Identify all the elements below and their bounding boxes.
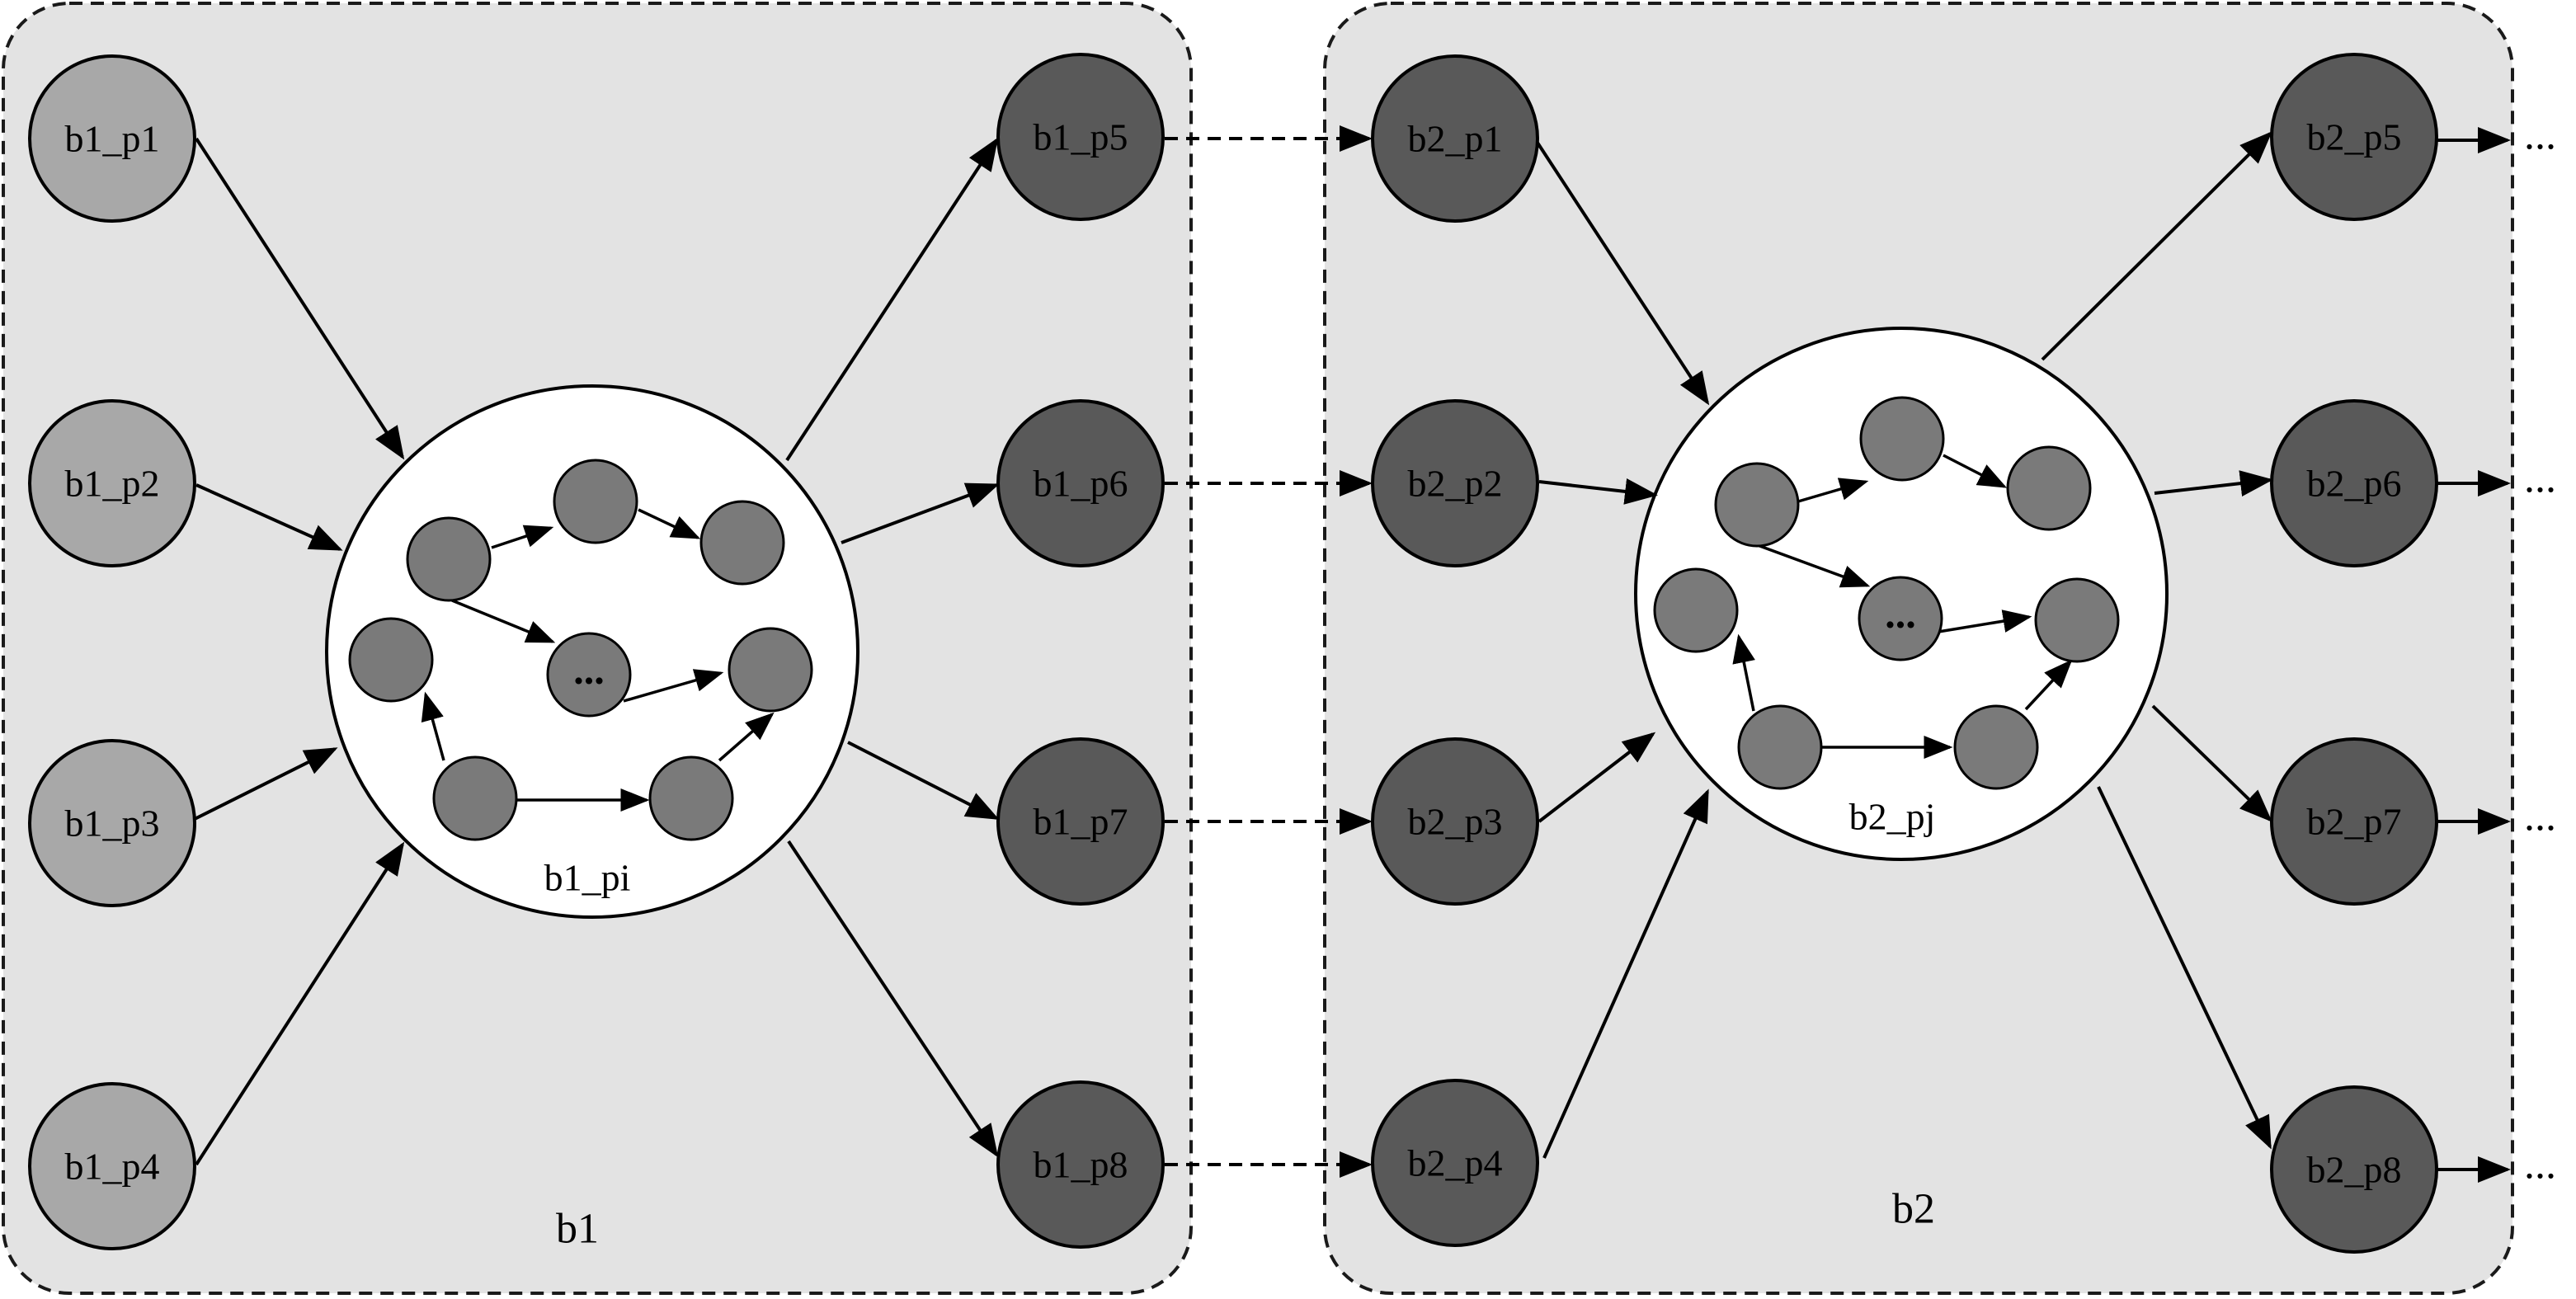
inner-edge-b2 <box>2024 659 2073 711</box>
inner-node-b2 <box>2034 577 2120 663</box>
node-b1-p4-label: b1_p4 <box>65 1146 160 1188</box>
inner-node-b2 <box>1859 396 1945 482</box>
edge-b1-p2-to-pi <box>195 483 343 551</box>
node-b2-p2-label: b2_p2 <box>1408 463 1503 505</box>
node-b1-p3: b1_p3 <box>28 739 196 907</box>
node-b1-p8: b1_p8 <box>996 1080 1165 1249</box>
node-b1-p2-label: b1_p2 <box>65 463 160 505</box>
node-b2-p7: b2_p7 <box>2270 737 2438 906</box>
inner-node-b1-ellipsis <box>546 632 632 718</box>
node-b1-p8-label: b1_p8 <box>1034 1144 1128 1186</box>
node-b1-p6-label: b1_p6 <box>1034 463 1128 505</box>
inner-ellipsis-b1: ... <box>573 647 605 693</box>
node-b2-p6: b2_p6 <box>2270 399 2438 567</box>
inner-node-b1 <box>699 500 785 586</box>
group-b1-label: b1 <box>556 1206 599 1253</box>
node-b1-p7: b1_p7 <box>996 737 1165 906</box>
inner-edge-b2 <box>1938 609 2032 633</box>
node-b2-p8-label: b2_p8 <box>2307 1149 2402 1191</box>
edge-b2-p4-to-pj <box>1542 788 1709 1159</box>
node-b2-p3: b2_p3 <box>1371 737 1539 906</box>
inner-node-b2 <box>2006 445 2092 531</box>
inner-node-b2 <box>1653 567 1739 653</box>
node-b2-p5: b2_p5 <box>2270 53 2438 221</box>
continuation-ellipsis-p8: ... <box>2524 1141 2556 1188</box>
inner-graph-b1: ... b1_pi <box>348 459 813 899</box>
edge-b2-p2-to-pj <box>1538 478 1658 505</box>
inner-edge-b1 <box>638 508 701 539</box>
inner-edge-b1 <box>451 599 556 643</box>
node-b2-p2: b2_p2 <box>1371 399 1539 567</box>
inner-node-b1 <box>432 755 518 841</box>
inner-node-b1 <box>553 459 638 544</box>
edge-b2-pj-to-p8 <box>2097 786 2272 1150</box>
inner-node-b1 <box>348 617 434 703</box>
inner-node-b1 <box>406 516 492 602</box>
inner-edge-b2 <box>1732 633 1755 712</box>
node-b2-p1-label: b2_p1 <box>1408 118 1503 160</box>
edge-b1-pi-to-p5 <box>785 137 999 462</box>
container-b1-pi-label: b1_pi <box>544 857 631 899</box>
inner-edge-b1 <box>623 669 724 703</box>
edge-b1-p3-to-pi <box>192 747 338 821</box>
node-b2-p1: b2_p1 <box>1371 54 1539 223</box>
inner-node-b2-ellipsis <box>1858 576 1943 661</box>
node-b1-p7-label: b1_p7 <box>1034 801 1128 843</box>
group-b2-label: b2 <box>1892 1186 1935 1233</box>
node-b1-p4: b1_p4 <box>28 1082 196 1250</box>
inner-node-b1 <box>728 627 813 713</box>
edge-b2-p3-to-pj <box>1538 732 1656 823</box>
node-b2-p5-label: b2_p5 <box>2307 116 2402 158</box>
inner-edge-b2 <box>1943 454 2008 488</box>
inner-edge-b2 <box>1797 478 1869 503</box>
node-b1-p5-label: b1_p5 <box>1034 116 1128 158</box>
node-b1-p3-label: b1_p3 <box>65 802 160 845</box>
node-b1-p6: b1_p6 <box>996 399 1165 567</box>
node-b2-p7-label: b2_p7 <box>2307 801 2402 843</box>
node-b2-p6-label: b2_p6 <box>2307 463 2402 505</box>
continuation-ellipsis-p6: ... <box>2524 455 2556 502</box>
inner-graph-b2: ... b2_pj <box>1653 396 2120 838</box>
edge-b1-p1-to-pi <box>195 137 405 460</box>
inner-edge-b1 <box>421 691 445 761</box>
node-b1-p1-label: b1_p1 <box>65 118 160 160</box>
edge-b1-p4-to-pi <box>195 841 405 1166</box>
inner-edge-b2 <box>1754 543 1871 588</box>
node-b2-p4: b2_p4 <box>1371 1079 1539 1247</box>
node-b1-p5: b1_p5 <box>996 53 1165 221</box>
edge-b2-p1-to-pj <box>1534 139 1710 406</box>
edge-b1-pi-to-p6 <box>841 482 1000 544</box>
inner-edge-b1 <box>491 525 554 549</box>
edge-b1-pi-to-p8 <box>787 840 999 1158</box>
node-b1-p2: b1_p2 <box>28 399 196 567</box>
node-b2-p8: b2_p8 <box>2270 1085 2438 1254</box>
edge-b2-pj-to-p5 <box>2041 131 2272 361</box>
node-b2-p4-label: b2_p4 <box>1408 1142 1503 1184</box>
inner-edge-b1 <box>718 712 775 762</box>
container-b2-pj-label: b2_pj <box>1849 796 1936 838</box>
inner-ellipsis-b2: ... <box>1885 591 1916 637</box>
node-b2-p3-label: b2_p3 <box>1408 801 1503 843</box>
inner-node-b2 <box>1737 704 1823 790</box>
edge-b2-pj-to-p7 <box>2151 704 2272 822</box>
inner-node-b2 <box>1953 704 2039 790</box>
inner-node-b2 <box>1714 462 1800 548</box>
inner-node-b1 <box>648 755 734 841</box>
node-b1-p1: b1_p1 <box>28 54 196 223</box>
continuation-ellipsis-p7: ... <box>2524 793 2556 840</box>
edge-b1-pi-to-p7 <box>847 741 1000 820</box>
edge-b2-pj-to-p6 <box>2154 470 2273 497</box>
continuation-ellipsis-p5: ... <box>2524 112 2556 159</box>
